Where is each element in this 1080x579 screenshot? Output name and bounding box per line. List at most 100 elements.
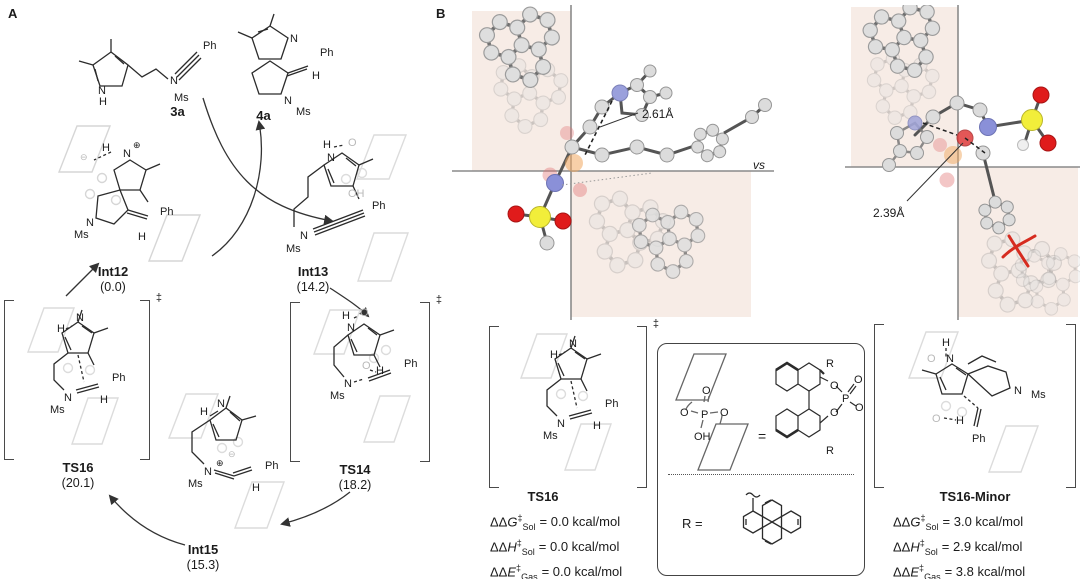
atom-o: O (830, 380, 839, 392)
contact-dotted (561, 172, 653, 186)
group-oh: OH (694, 431, 711, 443)
group-ms: Ms (174, 92, 189, 104)
energy-int13: (14.2) (296, 280, 330, 294)
phosphorus-atom (944, 146, 962, 164)
atom-n: N (569, 338, 577, 350)
energy-line: ΔΔE‡Gas= 3.8 kcal/mol (893, 563, 1026, 579)
atom-h: H (99, 96, 107, 108)
atom-n: N (347, 322, 355, 334)
ts16-energies: ΔΔG‡Sol= 0.0 kcal/mol ΔΔH‡Sol= 0.0 kcal/… (490, 506, 622, 579)
structure-4a: N N Ms H Ph (237, 13, 333, 118)
atom-n: N (946, 353, 954, 365)
atom-h: H (323, 139, 331, 151)
label-int12: Int12 (97, 264, 129, 279)
catalyst-schematic: O P O O OH (675, 353, 749, 471)
arrow-substrate-in (202, 97, 334, 225)
hydrogen-atom (1017, 139, 1029, 151)
energy-line: ΔΔG‡Sol= 0.0 kcal/mol (490, 513, 621, 532)
nitrogen-atom (546, 174, 564, 192)
substituent-r: R (826, 445, 834, 457)
ts16-minor-energies: ΔΔG‡Sol= 3.0 kcal/mol ΔΔH‡Sol= 2.9 kcal/… (893, 506, 1025, 579)
atom-n: N (76, 312, 84, 324)
leader-line (599, 112, 639, 128)
distance-label: 2.61Å (642, 106, 673, 121)
atom-n: N (344, 378, 352, 390)
atom-n: N (98, 85, 106, 97)
atom-n: N (300, 230, 308, 242)
structure-int15: N H N ⊕ Ms ⊖ Ph H (167, 393, 286, 529)
r-equals-label: R = (682, 516, 703, 531)
group-ms: Ms (188, 478, 203, 490)
atom-h: H (342, 310, 350, 322)
atom-o-cat: O (362, 360, 371, 372)
panel-a-label: A (8, 6, 18, 21)
atom-h: H (312, 70, 320, 82)
atom-h: H (593, 420, 601, 432)
label-ts16: TS16 (62, 460, 94, 475)
double-dagger: ‡ (155, 292, 162, 304)
model-ts16-minor-3d: 2.39Å (845, 5, 1080, 320)
group-ph: Ph (372, 200, 385, 212)
atom-n: N (557, 418, 565, 430)
energy-line: ΔΔE‡Gas= 0.0 kcal/mol (490, 563, 623, 579)
atom-h: H (100, 394, 108, 406)
bracket-left (874, 324, 884, 488)
plus-charge: ⊕ (216, 458, 224, 468)
group-ph: Ph (605, 398, 618, 410)
label-int15: Int15 (187, 542, 219, 557)
atom-n: N (64, 392, 72, 404)
atom-h: H (252, 482, 260, 494)
label-int13: Int13 (297, 264, 329, 279)
sulfur-atom (1021, 109, 1043, 131)
structure-int13: H N O OH N Ms Ph (286, 134, 409, 282)
distance-label: 2.39Å (873, 205, 904, 220)
group-ms: Ms (296, 106, 311, 118)
group-ms: Ms (330, 390, 345, 402)
energy-ts16: (20.1) (61, 476, 95, 490)
group-oh-cat: OH (348, 188, 365, 200)
energy-ts14: (18.2) (338, 478, 372, 492)
atom-h: H (376, 365, 384, 377)
catalytic-cycle-arrows (65, 97, 370, 546)
substituent-r: R (826, 358, 834, 370)
oxygen-atom (1032, 86, 1050, 104)
atom-o: O (830, 407, 839, 419)
group-ph: Ph (160, 206, 173, 218)
atom-h: H (956, 415, 964, 427)
arrow-ts14-int15 (280, 491, 351, 527)
label-4a: 4a (256, 108, 271, 123)
oxygen-ghost (933, 138, 947, 152)
atom-n: N (86, 217, 94, 229)
steric-clash-mark (1001, 234, 1037, 268)
oxygen-ghost (560, 126, 574, 140)
atom-n: N (123, 148, 131, 160)
structure-ts16: ‡ N H N Ms Ph H (4, 292, 162, 460)
group-ph: Ph (203, 40, 216, 52)
atom-h: H (57, 323, 65, 335)
substrate-atoms (882, 86, 1057, 238)
bracket-left (290, 302, 300, 462)
atom-n: N (217, 398, 225, 410)
energy-line: ΔΔH‡Sol= 0.0 kcal/mol (490, 538, 620, 557)
arrow-int13-ts14 (329, 287, 370, 318)
energy-line: ΔΔG‡Sol= 3.0 kcal/mol (893, 513, 1024, 532)
structure-ts16-b: ‡ N H N Ms Ph H (489, 318, 659, 488)
arrow-int15-ts16 (108, 494, 186, 546)
atom-o-cat: O (927, 353, 936, 365)
group-ph: Ph (320, 47, 333, 59)
group-ms: Ms (74, 229, 89, 241)
label-ts14: TS14 (339, 462, 371, 477)
atom-h: H (942, 337, 950, 349)
binol-phosphate: R R O O P O OH (775, 358, 864, 457)
structure-ts16-minor: ‡ H N O N Ms Ph H O (874, 324, 1076, 488)
atom-h: H (550, 349, 558, 361)
hbond-dashed (583, 100, 613, 158)
model-ts16-3d: 2.61Å (452, 5, 774, 320)
atom-n: N (204, 466, 212, 478)
group-ph: Ph (265, 460, 278, 472)
structure-ts14: ‡ H N O O H N Ms Ph (290, 294, 442, 462)
group-ms: Ms (50, 404, 65, 416)
vs-label: vs (753, 158, 765, 172)
leader-line (906, 142, 964, 202)
